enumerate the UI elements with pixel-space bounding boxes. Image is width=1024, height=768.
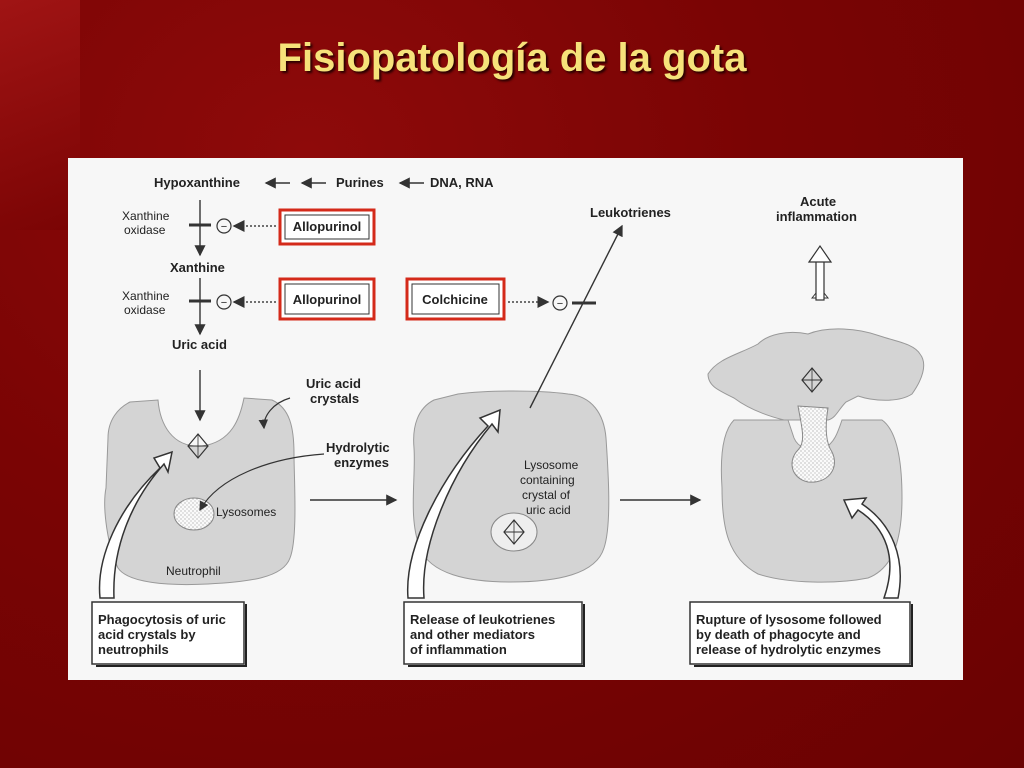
ruptured-lysosome [791, 405, 835, 483]
caption-box-2 [403, 601, 583, 665]
leukotrienes-label: Leukotrienes [590, 205, 671, 220]
neutrophil-label: Neutrophil [166, 564, 221, 578]
hypoxanthine-label: Hypoxanthine [154, 175, 240, 190]
pointer-hydrolytic-enzymes [199, 453, 325, 512]
caption-box-2-shadow [408, 604, 585, 667]
uric-acid-crystals-label-b: crystals [310, 391, 359, 406]
gout-pathophysiology-diagram: Hypoxanthine Purines DNA, RNA Xanthine o… [91, 175, 925, 667]
uric-crystal-1 [187, 433, 209, 459]
big-arrow-rupture [842, 497, 901, 599]
inflammation-arrow [815, 257, 825, 301]
lysosome-containing-label-a: Lysosome [524, 458, 579, 472]
uric-acid-crystals-label-a: Uric acid [306, 376, 361, 391]
colchicine-inner [411, 283, 500, 315]
uric-crystal-3 [801, 367, 823, 393]
inhibit-sign-1: − [221, 221, 227, 233]
lysosome-containing-label-c: crystal of [522, 488, 571, 502]
uric-acid-label: Uric acid [172, 337, 227, 352]
lysosome-1 [173, 497, 215, 531]
hydrolytic-enzymes-label-b: enzymes [334, 455, 389, 470]
xanthine-oxidase-label-1a: Xanthine [122, 209, 170, 223]
caption-1-line-1: Phagocytosis of uric [98, 612, 226, 627]
inhibit-sign-3: − [557, 298, 563, 310]
caption-1-line-2: acid crystals by [98, 627, 196, 642]
inhibit-sign-2: − [221, 297, 227, 309]
neutrophil-cell [104, 397, 296, 586]
caption-3-line-3: release of hydrolytic enzymes [696, 642, 881, 657]
diagram-panel: Hypoxanthine Purines DNA, RNA Xanthine o… [68, 158, 963, 680]
allopurinol-box-2 [278, 277, 376, 321]
allopurinol-inner-2 [284, 283, 370, 315]
xanthine-oxidase-label-2a: Xanthine [122, 289, 170, 303]
allopurinol-inner-1 [284, 214, 370, 240]
colchicine-label: Colchicine [422, 292, 488, 307]
caption-1-line-3: neutrophils [98, 642, 169, 657]
lysosome-containing-label-b: containing [520, 473, 575, 487]
allopurinol-label-2: Allopurinol [293, 292, 362, 307]
purines-label: Purines [336, 175, 384, 190]
lysosome-containing-label-d: uric acid [526, 503, 571, 517]
big-arrow-phagocytosis [98, 450, 173, 599]
caption-2-line-1: Release of leukotrienes [410, 612, 555, 627]
pointer-uric-crystals [258, 397, 291, 430]
caption-3-line-1: Rupture of lysosome followed [696, 612, 882, 627]
slide-title: Fisiopatología de la gota [277, 36, 747, 80]
xanthine-oxidase-label-2b: oxidase [124, 303, 166, 317]
background-shade [0, 0, 80, 230]
allopurinol-label-1: Allopurinol [293, 219, 362, 234]
hydrolytic-enzymes-label-a: Hydrolytic [326, 440, 390, 455]
big-arrow-release [406, 408, 501, 599]
inhibit-circle-2 [216, 294, 232, 310]
caption-2-line-2: and other mediators [410, 627, 535, 642]
caption-box-1-shadow [96, 604, 247, 667]
arrow-leukotrienes [529, 224, 623, 409]
ruptured-cell-top [707, 328, 925, 421]
inflammation-arrow-tip [807, 244, 833, 263]
inhibit-circle-3 [552, 295, 568, 311]
caption-3-line-2: by death of phagocyte and [696, 627, 861, 642]
xanthine-label: Xanthine [170, 260, 225, 275]
caption-box-1 [91, 601, 245, 665]
lysosomes-label: Lysosomes [216, 505, 276, 519]
dna-rna-label: DNA, RNA [430, 175, 494, 190]
uric-crystal-2 [503, 519, 525, 545]
neutrophil-cell-2 [412, 390, 610, 583]
acute-inflammation-label-b: inflammation [776, 209, 857, 224]
inhibit-circle-1 [216, 218, 232, 234]
acute-inflammation-label-a: Acute [800, 194, 836, 209]
caption-2-line-3: of inflammation [410, 642, 507, 657]
xanthine-oxidase-label-1b: oxidase [124, 223, 166, 237]
caption-box-3-shadow [694, 604, 913, 667]
colchicine-box [405, 277, 506, 321]
caption-box-3 [689, 601, 911, 665]
allopurinol-box-1 [278, 208, 376, 246]
